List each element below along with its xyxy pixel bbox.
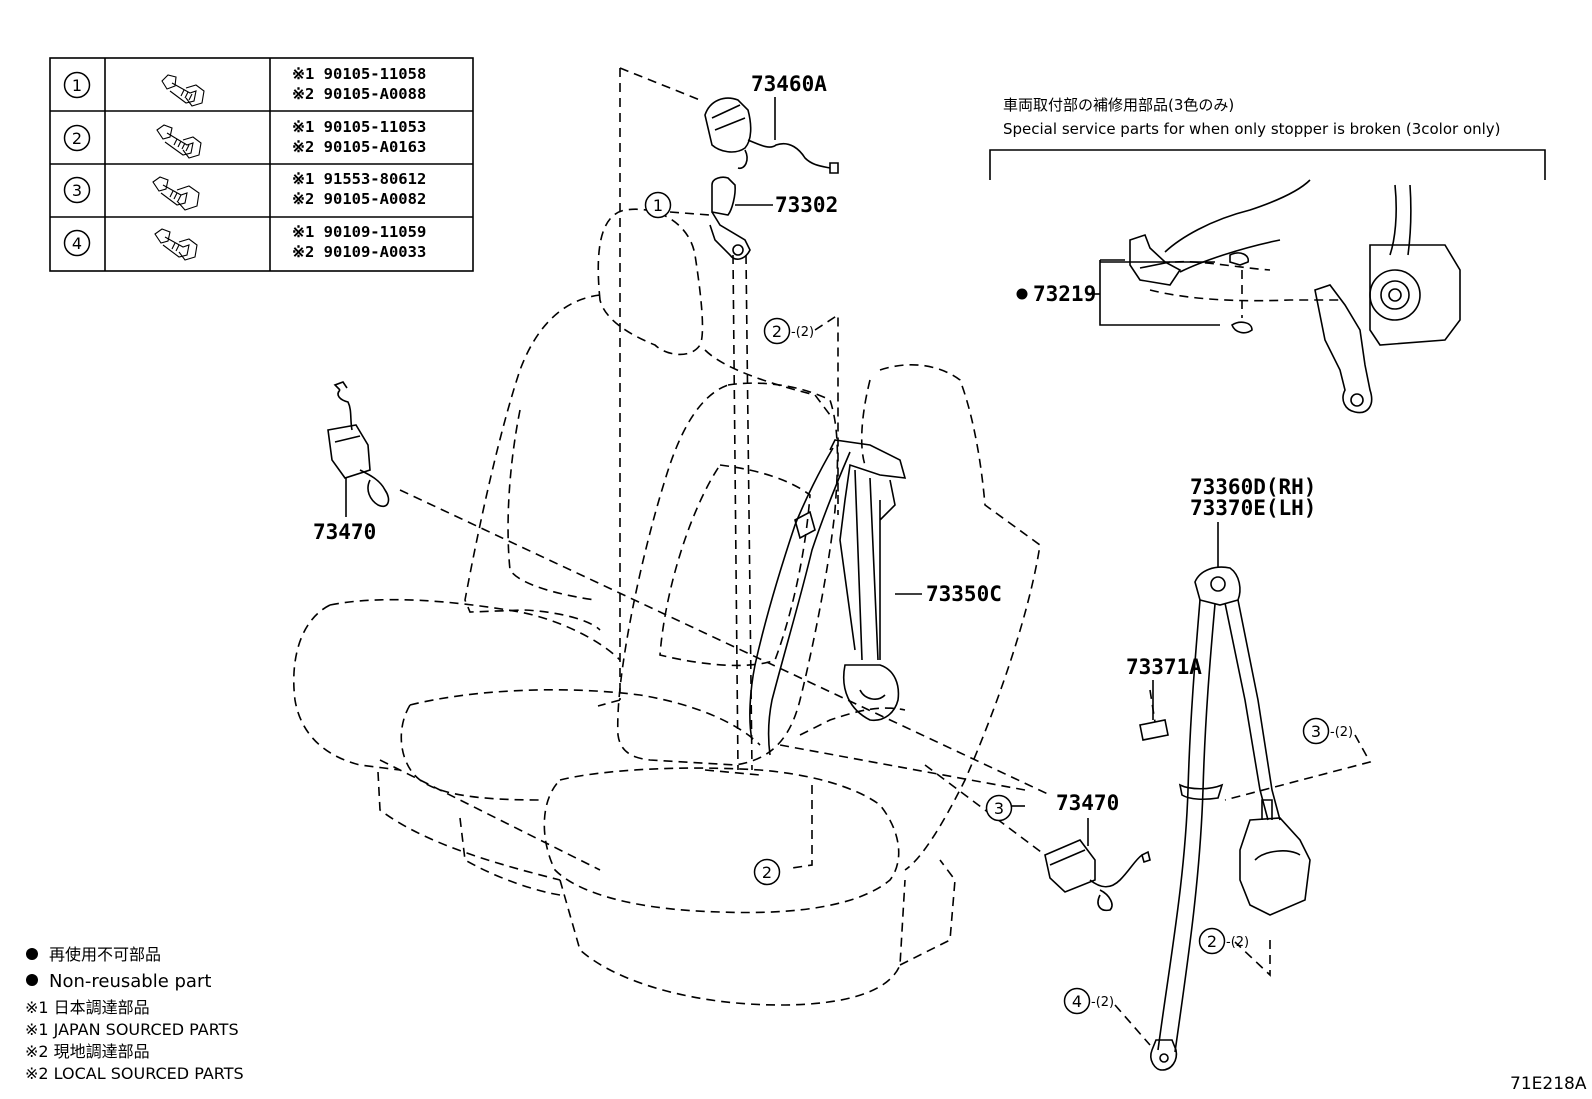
callout-circle — [1198, 927, 1226, 955]
callout-circle — [63, 176, 91, 204]
callout-number: 4 — [1072, 992, 1082, 1011]
legend-line: Non-reusable part — [49, 971, 211, 992]
bullet-icon — [26, 948, 38, 960]
table-row: 1 ※1 90105-11058 ※2 90105-A0088 — [63, 65, 426, 107]
bolt-icon — [161, 74, 205, 107]
part-label-73370e-lh: 73370E(LH) — [1190, 496, 1316, 520]
part-label-73470-right: 73470 — [1056, 791, 1119, 815]
part-number-local: ※2 90105-A0088 — [292, 85, 426, 103]
callout-quantity: -(2) — [1091, 995, 1114, 1010]
assembly-lines — [399, 67, 1372, 1046]
callout-circle — [985, 794, 1013, 822]
part-label-73460a: 73460A — [751, 72, 827, 96]
stopper-detail-73219 — [989, 149, 1546, 414]
buckle-73470-right — [1044, 839, 1151, 912]
callout-quantity: -(2) — [791, 325, 814, 340]
row-number: 3 — [72, 181, 82, 200]
table-row: 4 ※1 90109-11059 ※2 90109-A0033 — [63, 223, 426, 261]
fastener-table: 1 ※1 90105-11058 ※2 90105-A0088 2 ※1 901… — [49, 57, 474, 272]
latch-73302 — [709, 176, 751, 260]
diagram-id: 71E218A — [1510, 1074, 1587, 1094]
legend-line: 再使用不可部品 — [49, 945, 161, 964]
center-seat-belt — [749, 439, 907, 756]
part-label-73302: 73302 — [775, 193, 838, 217]
legend-line: ※2 LOCAL SOURCED PARTS — [25, 1064, 244, 1083]
callout-number: 2 — [1207, 932, 1217, 951]
legend: 再使用不可部品 Non-reusable part ※1 日本調達部品 ※1 J… — [25, 945, 244, 1083]
callout-quantity: -(2) — [1330, 725, 1353, 740]
callout-number: 1 — [653, 196, 663, 215]
outer-seat-belt — [1139, 566, 1311, 1071]
part-number-local: ※2 90109-A0033 — [292, 243, 426, 261]
callout-number: 3 — [1311, 722, 1321, 741]
buckle-73460a — [704, 97, 839, 174]
callout-number: 2 — [762, 863, 772, 882]
callout-circle — [63, 124, 91, 152]
part-number-japan: ※1 90105-11053 — [292, 118, 426, 136]
bolt-icon — [154, 228, 198, 261]
part-label-73360d-rh: 73360D(RH) — [1190, 475, 1316, 499]
part-number-japan: ※1 90105-11058 — [292, 65, 426, 83]
part-label-73219: 73219 — [1033, 282, 1096, 306]
part-number-japan: ※1 91553-80612 — [292, 170, 426, 188]
part-label-73350c: 73350C — [926, 582, 1002, 606]
callout-circle — [753, 858, 781, 886]
callout-circle — [763, 317, 791, 345]
row-number: 2 — [72, 129, 82, 148]
table-row: 3 ※1 91553-80612 ※2 90105-A0082 — [63, 170, 426, 211]
bolt-icon — [152, 176, 200, 211]
callout-number: 2 — [772, 322, 782, 341]
legend-line: ※2 現地調達部品 — [25, 1042, 150, 1061]
row-number: 1 — [72, 76, 82, 95]
callout-quantity: -(2) — [1226, 935, 1249, 950]
seat-outline — [292, 208, 1041, 1006]
part-label-73371a: 73371A — [1126, 655, 1202, 679]
callout-circle — [63, 229, 91, 257]
callout-circle — [1063, 987, 1091, 1015]
legend-line: ※1 JAPAN SOURCED PARTS — [25, 1020, 239, 1039]
callout-number: 3 — [994, 799, 1004, 818]
part-number-local: ※2 90105-A0082 — [292, 190, 426, 208]
table-row: 2 ※1 90105-11053 ※2 90105-A0163 — [63, 118, 426, 159]
part-number-japan: ※1 90109-11059 — [292, 223, 426, 241]
legend-line: ※1 日本調達部品 — [25, 998, 150, 1017]
part-label-73470-left: 73470 — [313, 520, 376, 544]
service-note-japanese: 車両取付部の補修用部品(3色のみ) — [1003, 96, 1234, 114]
bolt-icon — [156, 124, 202, 159]
buckle-73470-left — [327, 381, 390, 508]
callout-circle — [1302, 717, 1330, 745]
row-number: 4 — [72, 234, 82, 253]
bullet-icon — [26, 974, 38, 986]
callout-circle — [644, 191, 672, 219]
part-number-local: ※2 90105-A0163 — [292, 138, 426, 156]
callout-circle — [63, 71, 91, 99]
service-note-english: Special service parts for when only stop… — [1003, 120, 1501, 138]
non-reusable-dot-icon — [1016, 288, 1028, 300]
